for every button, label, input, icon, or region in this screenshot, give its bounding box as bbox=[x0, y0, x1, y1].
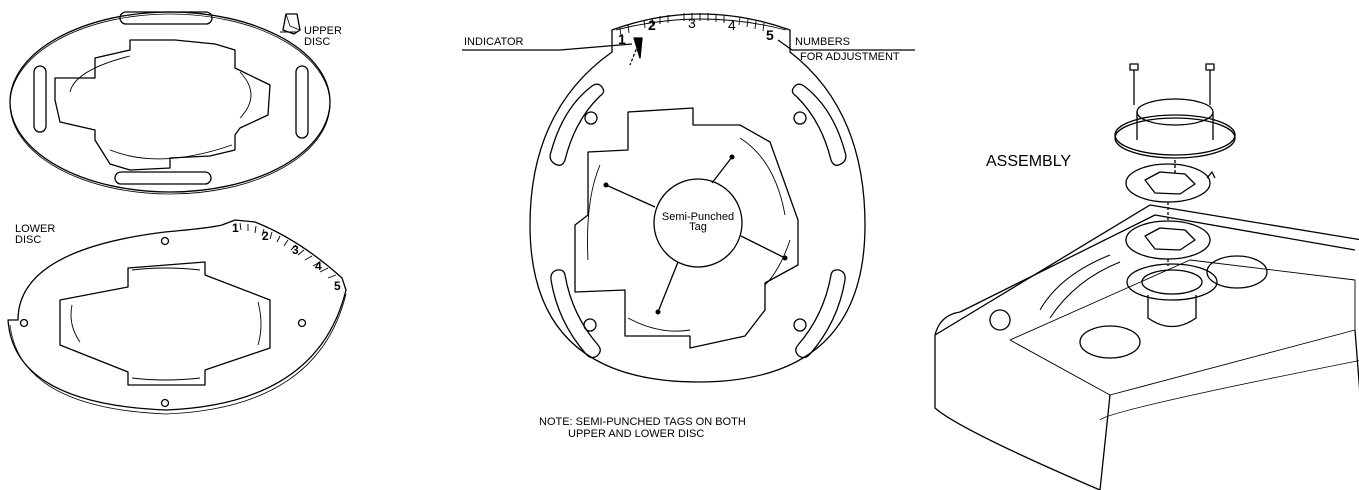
center-slot-lower-left bbox=[550, 269, 601, 359]
numbers-leader-line bbox=[777, 39, 793, 51]
scale-number: 3 bbox=[292, 243, 299, 257]
scale-number: 3 bbox=[688, 15, 696, 31]
semi-punched-tag-circle bbox=[653, 178, 743, 268]
scale-number: 1 bbox=[618, 31, 626, 47]
center-slot-upper-right bbox=[791, 83, 847, 166]
assembly-housing bbox=[934, 204, 1359, 490]
semi-punched-tag-label: Semi-Punched bbox=[661, 211, 735, 223]
upper-disc bbox=[9, 11, 331, 195]
center-slot-lower-right bbox=[795, 269, 846, 359]
note-line-1: NOTE: SEMI-PUNCHED TAGS ON BOTH bbox=[539, 416, 746, 428]
scale-number: 4 bbox=[728, 17, 736, 33]
center-hole-bottom-right bbox=[793, 318, 807, 332]
upper-disc-label: UPPER DISC bbox=[304, 25, 342, 48]
assembly-upper-disc bbox=[1125, 163, 1216, 203]
upper-slot-right bbox=[295, 65, 309, 139]
assembly-lower-disc bbox=[1125, 220, 1211, 260]
tag-spokes bbox=[605, 156, 786, 313]
lower-disc-label: LOWER DISC bbox=[15, 223, 56, 246]
scale-number: 2 bbox=[262, 229, 269, 243]
center-hole-top-left bbox=[584, 111, 598, 125]
assembly-collar bbox=[1114, 98, 1236, 159]
upper-inner-opening bbox=[54, 39, 271, 171]
center-hole-top-right bbox=[793, 111, 807, 125]
lower-disc-scale-numbers: 1 2 3 4 5 bbox=[232, 221, 341, 293]
indicator-leader-line bbox=[559, 43, 633, 51]
scale-number: 5 bbox=[334, 279, 341, 293]
lower-inner-opening bbox=[59, 261, 271, 386]
scale-number: 1 bbox=[232, 221, 239, 235]
center-inner-opening bbox=[574, 107, 799, 349]
center-scale-ticks bbox=[619, 13, 765, 37]
upper-slot-bottom bbox=[114, 171, 212, 185]
numbers-label: NUMBERS bbox=[795, 36, 851, 48]
center-disc bbox=[529, 13, 866, 383]
semi-punched-tag-label-line2: Tag bbox=[689, 221, 707, 233]
assembly-screws bbox=[1129, 63, 1215, 105]
lower-disc bbox=[7, 219, 347, 415]
upper-slot-top bbox=[119, 11, 213, 25]
note-line-2: UPPER AND LOWER DISC bbox=[568, 428, 705, 440]
scale-number: 4 bbox=[315, 259, 322, 273]
lower-disc-scale-ticks bbox=[239, 222, 337, 279]
scale-number: 5 bbox=[766, 27, 774, 43]
assembly-label: ASSEMBLY bbox=[986, 153, 1072, 170]
numbers-for-adjustment-label: FOR ADJUSTMENT bbox=[800, 51, 900, 63]
assembly-bottom-ring bbox=[1126, 263, 1218, 328]
upper-slot-left bbox=[33, 65, 47, 133]
center-hole-bottom-left bbox=[583, 318, 597, 332]
indicator-pointer bbox=[633, 37, 643, 59]
center-slot-upper-left bbox=[549, 83, 605, 166]
upper-disc-tab bbox=[282, 13, 301, 35]
center-scale-numbers: 1 2 3 4 5 bbox=[618, 15, 774, 47]
assembly-drawing bbox=[934, 63, 1359, 490]
indicator-label: INDICATOR bbox=[464, 36, 524, 48]
scale-number: 2 bbox=[648, 17, 656, 33]
